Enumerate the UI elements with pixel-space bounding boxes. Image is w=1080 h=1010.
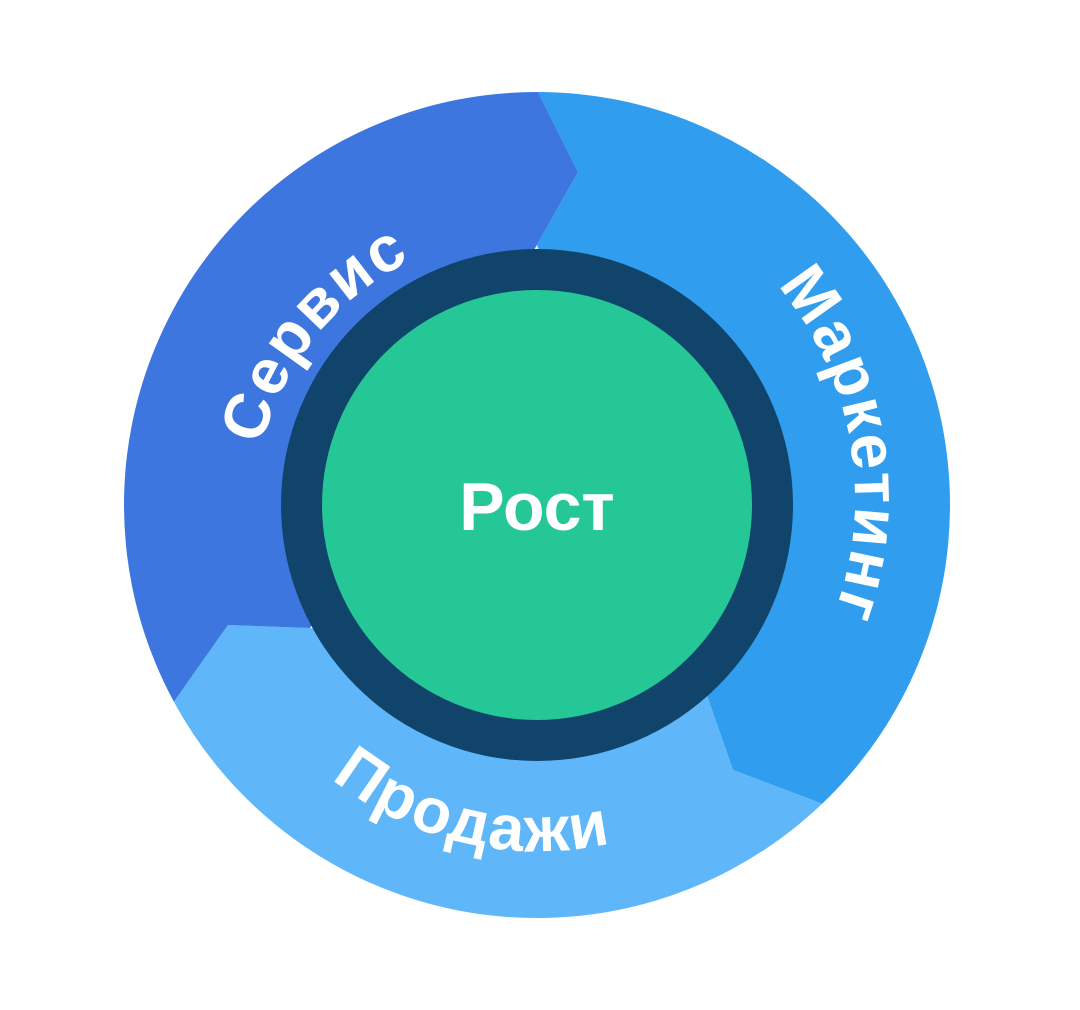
center-label: Рост (459, 469, 614, 545)
center-core (322, 290, 752, 720)
